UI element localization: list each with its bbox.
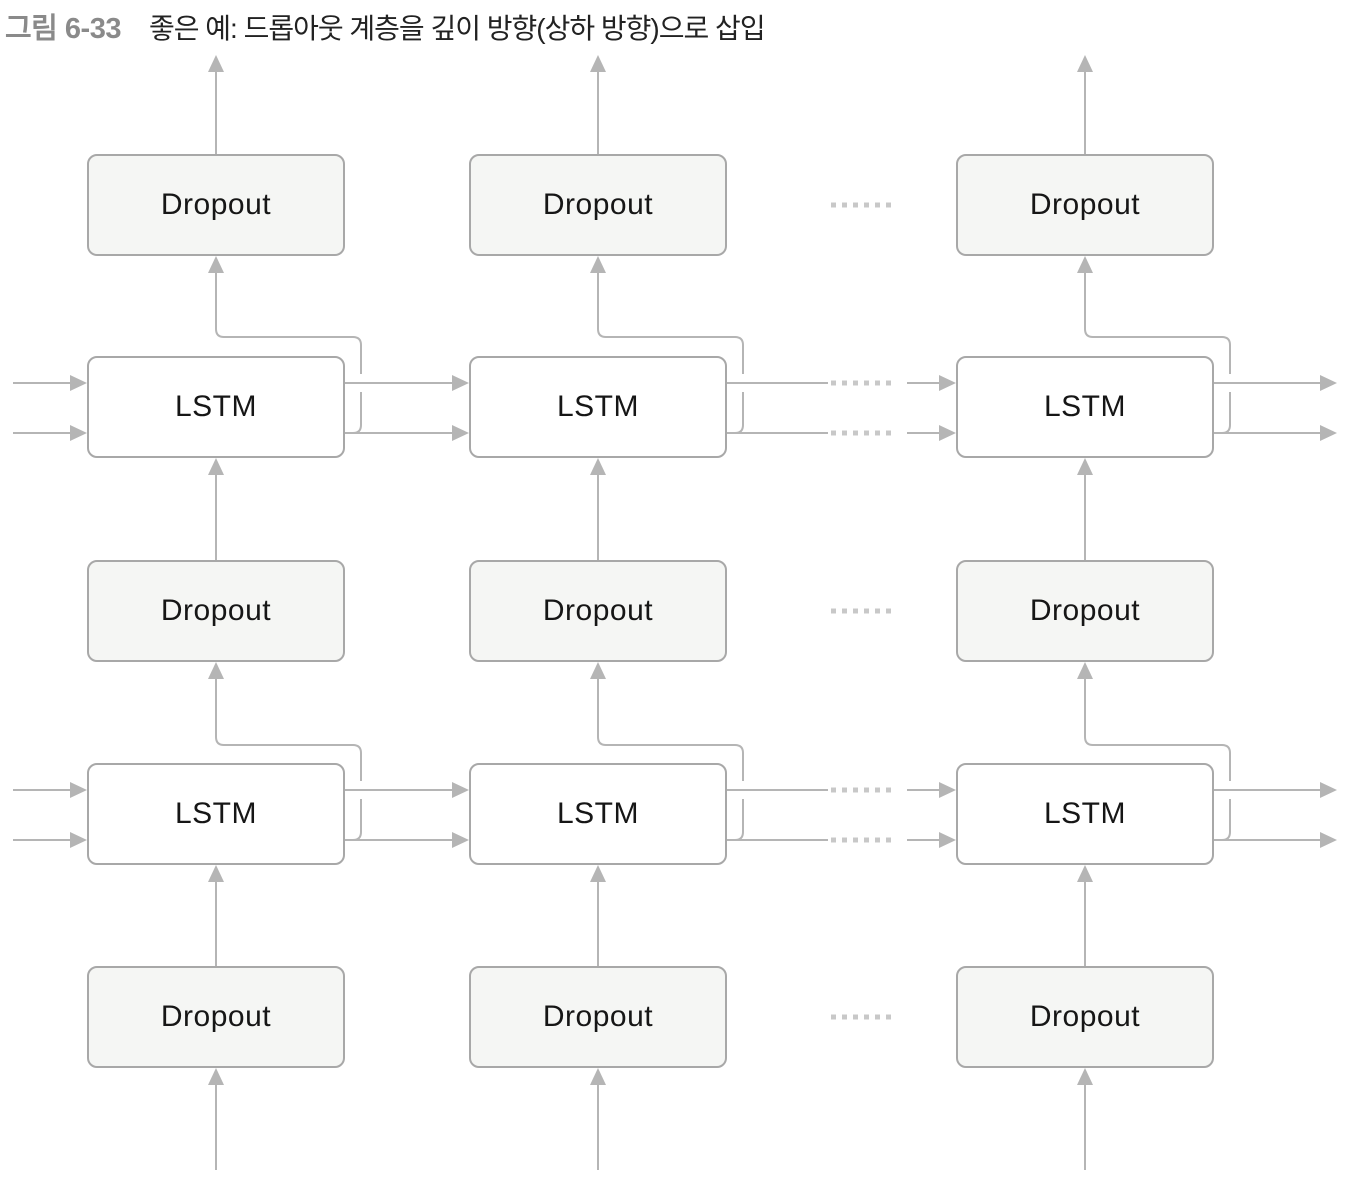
state-arrowhead bbox=[452, 425, 469, 441]
state-arrowhead bbox=[452, 782, 469, 798]
dropout-label: Dropout bbox=[542, 188, 654, 221]
dropout-label: Dropout bbox=[542, 594, 654, 627]
dropout-to-lstm-arrowhead bbox=[208, 458, 224, 475]
figure-title: 그림 6-33 좋은 예: 드롭아웃 계층을 깊이 방향(상하 방향)으로 삽입 bbox=[5, 5, 766, 47]
state-out-arrowhead bbox=[1320, 425, 1337, 441]
lstm-label: LSTM bbox=[1043, 390, 1126, 423]
lstm-box: LSTM bbox=[87, 763, 345, 865]
dropout-label: Dropout bbox=[160, 188, 272, 221]
state-in-arrowhead bbox=[70, 832, 87, 848]
lstm-box: LSTM bbox=[469, 356, 727, 458]
lstm-to-dropout-arrowhead bbox=[208, 662, 224, 679]
lstm-box: LSTM bbox=[87, 356, 345, 458]
state-arrowhead bbox=[939, 375, 956, 391]
layer-input-arrowhead bbox=[1077, 1068, 1093, 1085]
dropout-box: Dropout bbox=[87, 154, 345, 256]
dropout-box: Dropout bbox=[469, 560, 727, 662]
layer-output-arrowhead bbox=[590, 55, 606, 72]
layer-input-arrowhead bbox=[208, 1068, 224, 1085]
state-arrowhead bbox=[939, 782, 956, 798]
lstm-to-dropout-arrowhead bbox=[590, 662, 606, 679]
lstm-to-dropout-arrowhead bbox=[208, 256, 224, 273]
dropout-to-lstm-arrowhead bbox=[1077, 458, 1093, 475]
dropout-box: Dropout bbox=[956, 966, 1214, 1068]
dropout-box: Dropout bbox=[956, 154, 1214, 256]
dropout-box: Dropout bbox=[956, 560, 1214, 662]
state-out-arrowhead bbox=[1320, 782, 1337, 798]
lstm-label: LSTM bbox=[174, 797, 257, 830]
state-out-arrowhead bbox=[1320, 832, 1337, 848]
dropout-label: Dropout bbox=[1029, 188, 1141, 221]
lstm-to-dropout-arrowhead bbox=[1077, 256, 1093, 273]
state-in-arrowhead bbox=[70, 425, 87, 441]
figure-caption: 좋은 예: 드롭아웃 계층을 깊이 방향(상하 방향)으로 삽입 bbox=[148, 13, 766, 44]
dropout-label: Dropout bbox=[1029, 1000, 1141, 1033]
lstm-label: LSTM bbox=[556, 390, 639, 423]
state-arrowhead bbox=[452, 832, 469, 848]
state-in-arrowhead bbox=[70, 782, 87, 798]
layer-output-arrowhead bbox=[208, 55, 224, 72]
lstm-box: LSTM bbox=[469, 763, 727, 865]
lstm-label: LSTM bbox=[1043, 797, 1126, 830]
state-arrowhead bbox=[939, 425, 956, 441]
figure-number: 그림 6-33 bbox=[5, 13, 121, 45]
lstm-box: LSTM bbox=[956, 763, 1214, 865]
dropout-to-lstm-arrowhead bbox=[590, 865, 606, 882]
dropout-label: Dropout bbox=[542, 1000, 654, 1033]
dropout-box: Dropout bbox=[87, 966, 345, 1068]
lstm-box: LSTM bbox=[956, 356, 1214, 458]
dropout-label: Dropout bbox=[160, 594, 272, 627]
dropout-box: Dropout bbox=[469, 154, 727, 256]
layer-output-arrowhead bbox=[1077, 55, 1093, 72]
dropout-to-lstm-arrowhead bbox=[208, 865, 224, 882]
dropout-box: Dropout bbox=[87, 560, 345, 662]
state-arrowhead bbox=[939, 832, 956, 848]
dropout-to-lstm-arrowhead bbox=[590, 458, 606, 475]
dropout-to-lstm-arrowhead bbox=[1077, 865, 1093, 882]
lstm-label: LSTM bbox=[556, 797, 639, 830]
lstm-to-dropout-arrowhead bbox=[1077, 662, 1093, 679]
state-arrowhead bbox=[452, 375, 469, 391]
dropout-label: Dropout bbox=[1029, 594, 1141, 627]
lstm-to-dropout-arrowhead bbox=[590, 256, 606, 273]
state-in-arrowhead bbox=[70, 375, 87, 391]
dropout-label: Dropout bbox=[160, 1000, 272, 1033]
lstm-label: LSTM bbox=[174, 390, 257, 423]
state-out-arrowhead bbox=[1320, 375, 1337, 391]
dropout-box: Dropout bbox=[469, 966, 727, 1068]
layer-input-arrowhead bbox=[590, 1068, 606, 1085]
